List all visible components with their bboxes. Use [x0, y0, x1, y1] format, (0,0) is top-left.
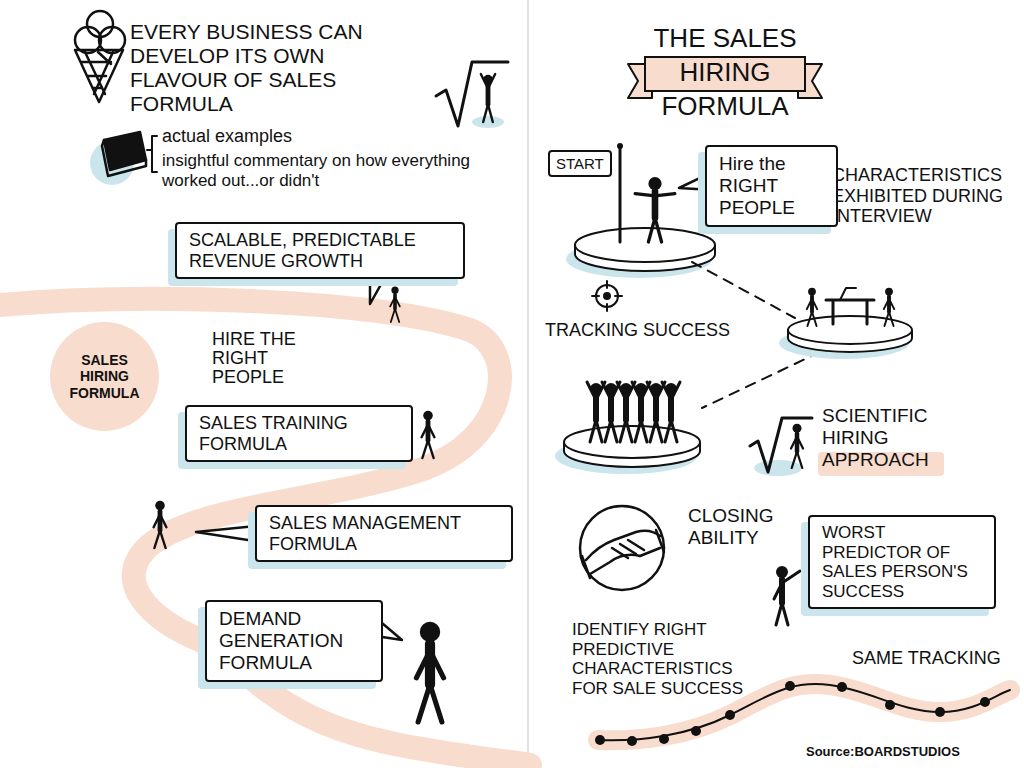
- dashed-path: [702, 352, 820, 408]
- callout-box: WORST PREDICTOR OF SALES PERSON'S SUCCES…: [808, 515, 996, 609]
- note-text: actual examples: [162, 126, 292, 147]
- stick-figure: [481, 74, 495, 122]
- stick-figure: [647, 382, 665, 442]
- stick-figure: [632, 382, 650, 442]
- bracket: [147, 136, 157, 172]
- stick-figure: [791, 424, 803, 468]
- formula-circle: SALES HIRING FORMULA: [50, 322, 159, 431]
- stick-figure: [617, 382, 635, 442]
- stick-figure: [154, 501, 167, 548]
- handshake-icon: [580, 506, 664, 590]
- road-band: [0, 299, 530, 765]
- stick-figure: [807, 288, 817, 326]
- speech-bubble: SCALABLE, PREDICTABLE REVENUE GROWTH: [175, 222, 465, 279]
- root-symbol: [436, 62, 508, 126]
- target-icon: [592, 281, 622, 311]
- step-label: CLOSING ABILITY: [688, 505, 783, 549]
- heading-text: EVERY BUSINESS CAN DEVELOP ITS OWN FLAVO…: [130, 20, 420, 117]
- formula-box: SALES MANAGEMENT FORMULA: [255, 505, 513, 562]
- stick-figure: [390, 287, 400, 322]
- formula-box: SALES TRAINING FORMULA: [185, 405, 413, 462]
- ice-cream-icon: [75, 11, 125, 102]
- interview-table: [826, 288, 874, 324]
- node-text: DEMAND GENERATION FORMULA: [219, 608, 369, 674]
- stick-figure: [587, 382, 605, 442]
- speech-tail: [196, 526, 259, 542]
- stick-figure: [422, 411, 435, 458]
- root-symbol: [750, 418, 812, 472]
- flag-knob: [617, 143, 623, 149]
- title-text: THE SALES HIRING FORMULA: [630, 22, 820, 123]
- node-text: WORST PREDICTOR OF SALES PERSON'S SUCCES…: [822, 523, 982, 601]
- source-caption: Source:BOARDSTUDIOS: [806, 744, 960, 760]
- divider-line: [527, 0, 529, 768]
- node-text: START: [556, 155, 604, 172]
- platform: [555, 426, 700, 474]
- platform: [566, 228, 715, 278]
- shadow-mark: [472, 116, 504, 128]
- speech-tail: [370, 275, 386, 304]
- stick-figure: [884, 288, 894, 326]
- node-text: SCALABLE, PREDICTABLE REVENUE GROWTH: [189, 230, 451, 271]
- stick-figure: [602, 382, 620, 442]
- stick-figure: [416, 622, 443, 722]
- step-label: HIRE THE RIGHT PEOPLE: [212, 330, 322, 387]
- shadow-mark: [754, 460, 802, 476]
- note-text: CHARACTERISTICS EXHIBITED DURING INTERVI…: [832, 165, 1018, 227]
- dashed-path: [692, 262, 795, 318]
- stick-figure: [774, 566, 800, 625]
- flag-pole: [619, 148, 622, 242]
- node-text: SALES MANAGEMENT FORMULA: [269, 513, 499, 554]
- step-label: SAME TRACKING: [852, 648, 1001, 669]
- stick-figure: [662, 382, 680, 442]
- formula-box: DEMAND GENERATION FORMULA: [205, 600, 383, 682]
- note-text: IDENTIFY RIGHT PREDICTIVE CHARACTERISTIC…: [572, 620, 760, 698]
- node-text: Hire the RIGHT PEOPLE: [719, 153, 824, 219]
- node-text: SALES HIRING FORMULA: [58, 352, 151, 400]
- book-icon: [102, 132, 146, 176]
- note-text: insightful commentary on how everything …: [162, 151, 502, 190]
- flag-box: START: [548, 150, 612, 177]
- stick-figure: [635, 177, 675, 242]
- step-label: SCIENTIFIC HIRING APPROACH: [822, 405, 972, 471]
- callout-box: Hire the RIGHT PEOPLE: [705, 145, 838, 227]
- node-text: SALES TRAINING FORMULA: [199, 413, 399, 454]
- step-label: TRACKING SUCCESS: [545, 320, 730, 341]
